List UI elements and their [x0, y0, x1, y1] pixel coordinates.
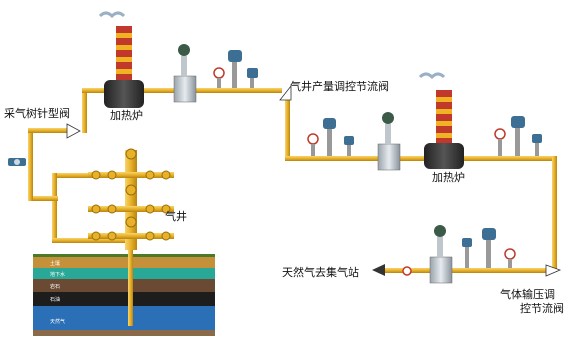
instrument-group-2 [307, 112, 542, 171]
stratum-rock [33, 279, 215, 292]
christmas-tree [88, 148, 174, 250]
stratum-bottom [33, 330, 215, 336]
pressure-gauge-icon [494, 128, 506, 140]
transmitter-icon [532, 134, 542, 143]
pressure-gauge-icon [307, 133, 319, 145]
well-valve-arrow [279, 84, 292, 101]
stratum-label-soil: 土壤 [50, 260, 60, 267]
flow-meter-icon [377, 143, 401, 171]
stratum-topsoil-border [33, 254, 215, 257]
flow-arrows [66, 84, 562, 277]
pipe-segment [552, 156, 557, 272]
pipe-segment [28, 128, 73, 133]
pipe-segment [82, 88, 87, 133]
flow-meter-icon [429, 256, 453, 284]
label-press-valve-line1: 气体输压调 [500, 287, 555, 301]
pipe-segment [28, 196, 58, 201]
instrument-group-3 [402, 225, 516, 284]
transmitter-icon [511, 116, 525, 128]
flow-meter-icon [173, 75, 197, 103]
pipe-segment [285, 95, 290, 161]
shutoff-valve-icon [402, 266, 412, 276]
pipe-segment [285, 156, 557, 161]
transmitter-icon [482, 228, 496, 240]
pipe-segment [52, 238, 132, 243]
transmitter-icon [228, 50, 242, 62]
ground-strata: 土壤 地下水 岩石 石油 天然气 [33, 254, 215, 336]
stratum-gas [33, 306, 215, 330]
pressure-sensor-icon [8, 158, 26, 166]
transmitter-icon [247, 68, 258, 78]
pipe-segment [52, 173, 57, 243]
label-well-valve: 气井产量调控节流阀 [290, 79, 389, 93]
valve-tree-arrow [66, 123, 81, 139]
transmitter-icon [462, 238, 472, 247]
stratum-label-oil: 石油 [50, 296, 60, 303]
pressure-gauge-icon [213, 67, 225, 79]
stratum-groundwater [33, 268, 215, 279]
pipeline [28, 88, 557, 273]
furnace-1-icon [98, 11, 144, 108]
pipe-segment [378, 268, 552, 273]
stratum-label-rock: 岩石 [50, 283, 60, 290]
instrument-group-1 [173, 44, 258, 103]
stratum-label-groundwater: 地下水 [50, 271, 65, 278]
furnace-2-icon [418, 72, 464, 169]
outlet-arrow [372, 264, 385, 276]
label-press-valve-line2: 控节流阀 [520, 301, 564, 315]
transmitter-icon [323, 118, 336, 129]
stratum-soil [33, 257, 215, 268]
press-valve-arrow [545, 264, 562, 277]
transmitter-icon [344, 136, 354, 145]
pressure-gauge-icon [504, 248, 516, 260]
label-furnace-2: 加热炉 [432, 171, 465, 184]
pipe-segment [28, 128, 33, 201]
label-gas-well: 气井 [165, 209, 187, 223]
stratum-oil [33, 292, 215, 306]
label-to-station: 天然气去集气站 [282, 265, 359, 279]
label-furnace-1: 加热炉 [110, 109, 143, 122]
stratum-label-gas: 天然气 [50, 318, 65, 325]
label-tree-valve: 采气树针型阀 [4, 106, 70, 120]
